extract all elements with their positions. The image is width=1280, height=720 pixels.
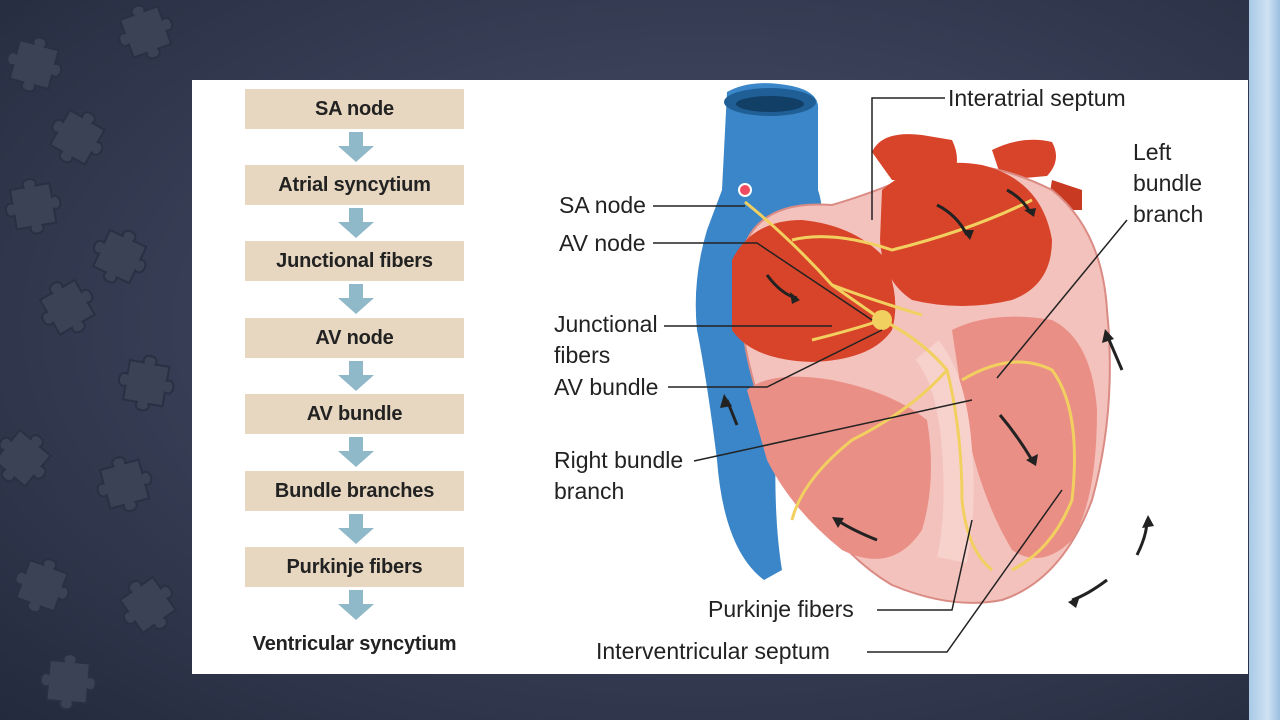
av-node-marker bbox=[872, 310, 892, 330]
flow-down-arrow-icon bbox=[338, 208, 374, 238]
right-accent-strip bbox=[1249, 0, 1280, 720]
flow-down-arrow-icon bbox=[338, 361, 374, 391]
label-sa-node: SA node bbox=[559, 192, 646, 218]
flow-down-arrow-icon bbox=[338, 437, 374, 467]
label-left-bundle-branch: Left bundle branch bbox=[1133, 139, 1204, 227]
flow-down-arrow-icon bbox=[338, 590, 374, 620]
flow-step-junctional-fibers: Junctional fibers bbox=[245, 241, 464, 281]
label-junctional-fibers: Junctional fibers bbox=[554, 311, 658, 368]
flow-step-bundle-branches: Bundle branches bbox=[245, 471, 464, 511]
sa-node-marker bbox=[738, 183, 752, 197]
flow-step-av-bundle: AV bundle bbox=[245, 394, 464, 434]
label-interventricular-septum: Interventricular septum bbox=[596, 638, 830, 664]
label-right-bundle-branch: Right bundle branch bbox=[554, 447, 684, 504]
interventricular-septum-shape bbox=[915, 340, 974, 563]
pulmonary-vessel bbox=[992, 139, 1056, 180]
flow-down-arrow-icon bbox=[338, 514, 374, 544]
flow-down-arrow-icon bbox=[338, 284, 374, 314]
leader-lines bbox=[653, 97, 1128, 653]
flow-down-arrow-icon bbox=[338, 132, 374, 162]
left-ventricle bbox=[952, 316, 1097, 558]
flow-step-sa-node: SA node bbox=[245, 89, 464, 129]
puzzle-background bbox=[0, 0, 188, 713]
label-interatrial-septum: Interatrial septum bbox=[948, 85, 1126, 111]
flow-step-av-node: AV node bbox=[245, 318, 464, 358]
conduction-fibers bbox=[744, 198, 1076, 572]
heart-illustration bbox=[653, 83, 1154, 653]
slide-content: SA node Atrial syncytium Junctional fibe… bbox=[192, 80, 1248, 674]
flow-step-ventricular-syncytium: Ventricular syncytium bbox=[252, 632, 457, 655]
label-av-node: AV node bbox=[559, 230, 646, 256]
label-purkinje-fibers: Purkinje fibers bbox=[708, 596, 854, 622]
flow-step-atrial-syncytium: Atrial syncytium bbox=[245, 165, 464, 205]
label-av-bundle: AV bundle bbox=[554, 374, 659, 400]
flow-step-purkinje-fibers: Purkinje fibers bbox=[245, 547, 464, 587]
